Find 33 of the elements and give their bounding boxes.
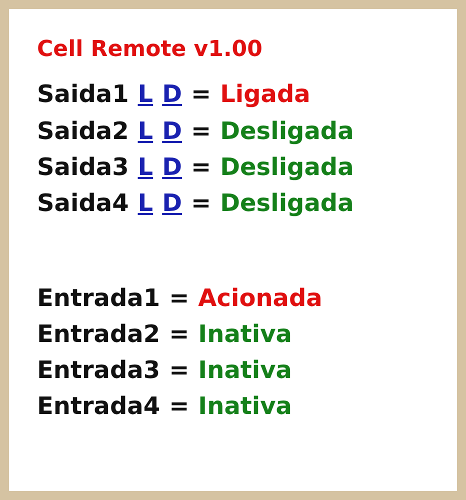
status-text: Inativa [198, 355, 292, 385]
equals-sign: = [169, 355, 190, 385]
equals-sign: = [191, 116, 212, 146]
status-text: Desligada [220, 188, 354, 218]
equals-sign: = [191, 188, 212, 218]
status-text: Desligada [220, 152, 354, 182]
status-text: Ligada [220, 79, 310, 109]
device-name: Entrada3 [37, 355, 160, 385]
device-name: Saida4 [37, 188, 129, 218]
status-text: Acionada [198, 283, 322, 313]
title: Cell Remote v1.00 [37, 37, 262, 62]
device-name: Entrada1 [37, 283, 160, 313]
toggle-link: D [162, 152, 182, 182]
toggle-link: L [138, 116, 154, 146]
device-name: Saida3 [37, 152, 129, 182]
toggle-link: L [138, 188, 154, 218]
equals-sign: = [191, 152, 212, 182]
equals-sign: = [169, 283, 190, 313]
equals-sign: = [169, 391, 190, 421]
status-text: Inativa [198, 391, 292, 421]
status-text: Inativa [198, 319, 292, 349]
toggle-link: D [162, 116, 182, 146]
toggle-link: D [162, 188, 182, 218]
device-name: Entrada2 [37, 319, 160, 349]
equals-sign: = [169, 319, 190, 349]
status-text: Desligada [220, 116, 354, 146]
device-name: Saida1 [37, 79, 129, 109]
device-name: Entrada4 [37, 391, 160, 421]
toggle-link: D [162, 79, 182, 109]
device-name: Saida2 [37, 116, 129, 146]
equals-sign: = [191, 79, 212, 109]
toggle-link: L [138, 79, 154, 109]
toggle-link: L [138, 152, 154, 182]
